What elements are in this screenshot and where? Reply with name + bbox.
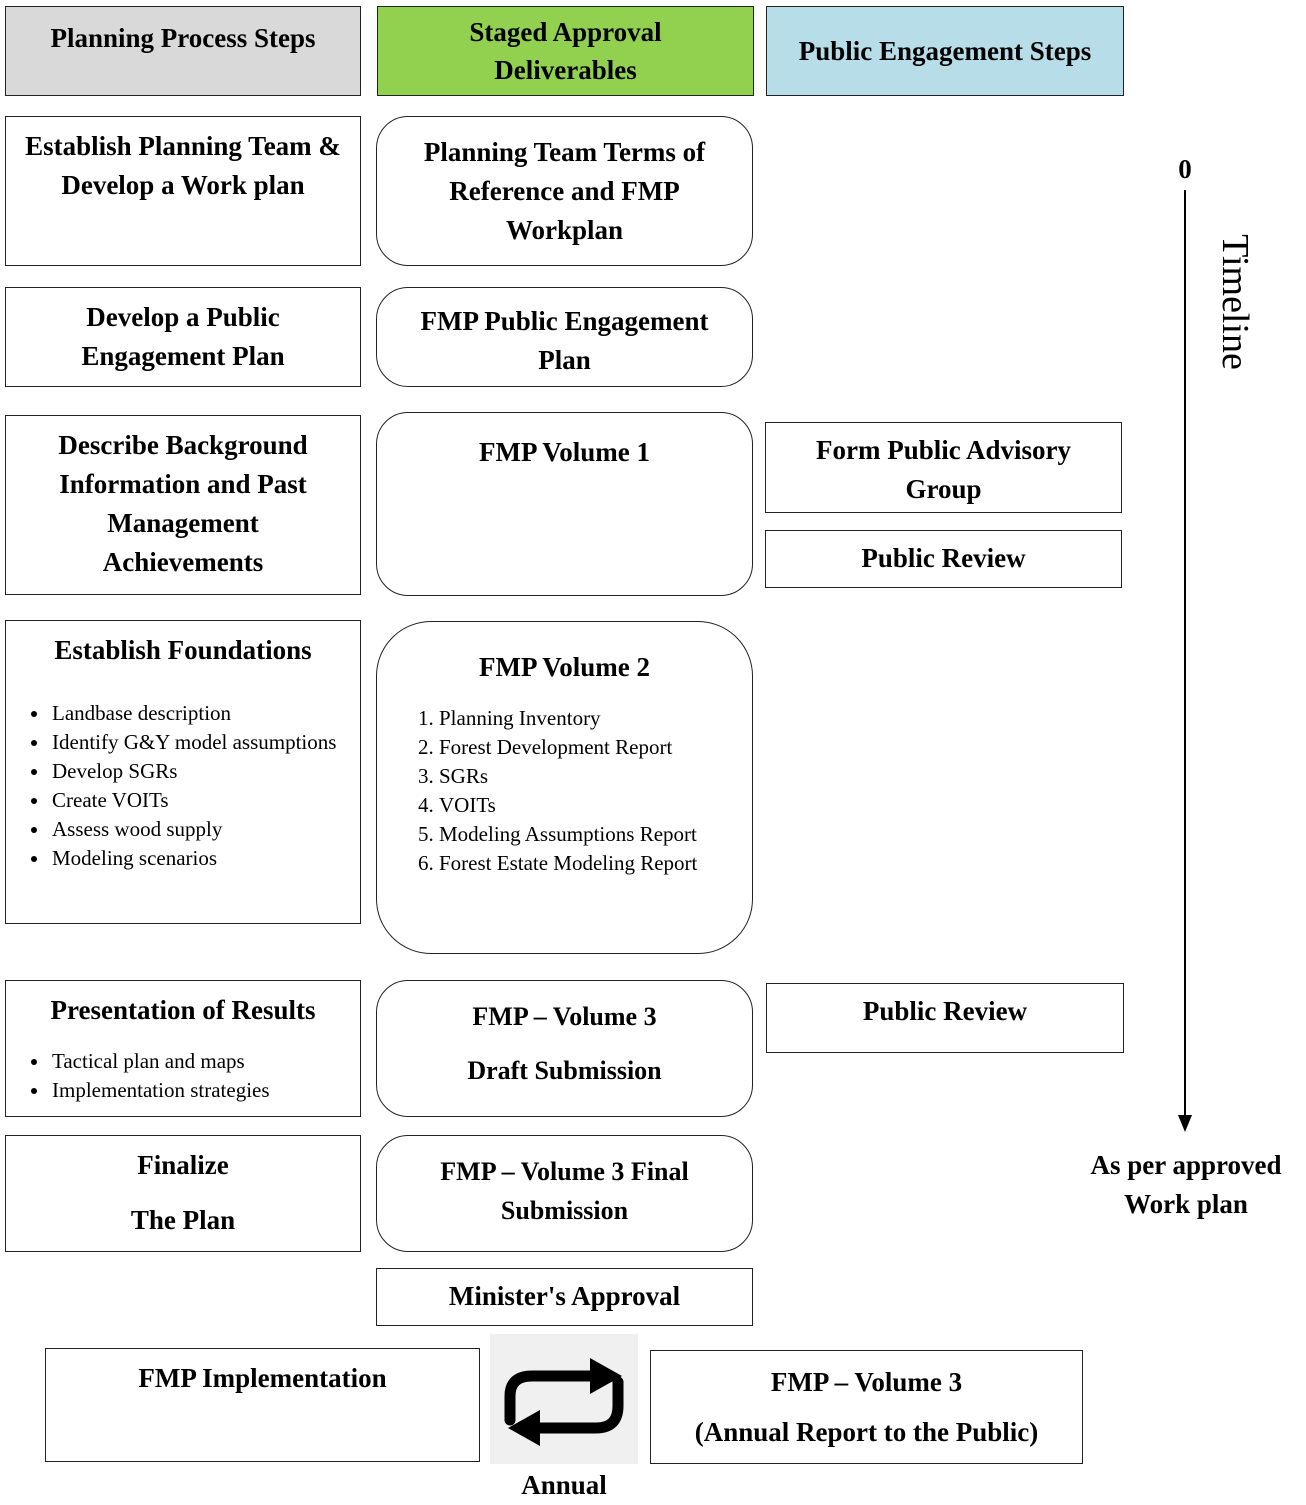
step-describe-background: Describe Background Information and Past… xyxy=(5,415,361,595)
step-develop-engagement-plan: Develop a Public Engagement Plan xyxy=(5,287,361,387)
report-title-line1: FMP – Volume 3 xyxy=(770,1367,963,1397)
list-item: Tactical plan and maps xyxy=(50,1047,370,1076)
step-title: Describe Background Information and Past… xyxy=(58,430,308,577)
deliverable-fmp-volume-1: FMP Volume 1 xyxy=(376,412,753,596)
fmp-annual-report-box: FMP – Volume 3 (Annual Report to the Pub… xyxy=(650,1350,1083,1464)
annual-cycle-label: Annual xyxy=(521,1470,607,1500)
step-title: Establish Planning Team & Develop a Work… xyxy=(25,131,341,200)
step-finalize-plan: Finalize The Plan xyxy=(5,1135,361,1252)
header-staged-deliverables: Staged Approval Deliverables xyxy=(377,6,754,96)
public-step-title: Public Review xyxy=(862,996,1028,1026)
timeline-end-label: As per approved Work plan xyxy=(1090,1150,1282,1219)
list-item: Identify G&Y model assumptions xyxy=(50,728,370,757)
step-establish-planning-team: Establish Planning Team & Develop a Work… xyxy=(5,116,361,266)
annual-cycle-icon-panel xyxy=(490,1334,638,1464)
step-establish-foundations: Establish Foundations Landbase descripti… xyxy=(5,620,361,924)
report-title-line2: (Annual Report to the Public) xyxy=(694,1417,1039,1447)
list-item: Modeling scenarios xyxy=(50,844,370,873)
deliverable-volume-3-final: FMP – Volume 3 Final Submission xyxy=(376,1135,753,1252)
implementation-title: FMP Implementation xyxy=(138,1363,387,1393)
deliverable-title-line1: FMP – Volume 3 xyxy=(472,1002,657,1031)
deliverable-title: Minister's Approval xyxy=(448,1281,681,1311)
list-item: Assess wood supply xyxy=(50,815,370,844)
list-item: Landbase description xyxy=(50,699,370,728)
header-planning-process: Planning Process Steps xyxy=(5,6,361,96)
step-title-line1: Finalize xyxy=(137,1150,229,1180)
volume-2-item-list: Planning Inventory Forest Development Re… xyxy=(399,704,759,878)
deliverable-volume-3-draft: FMP – Volume 3 Draft Submission xyxy=(376,980,753,1117)
list-item: Forest Development Report xyxy=(439,733,759,762)
step-title-line2: The Plan xyxy=(130,1205,236,1235)
timeline-start-label: 0 xyxy=(1178,154,1192,184)
deliverable-engagement-plan: FMP Public Engagement Plan xyxy=(376,287,753,387)
timeline-label-wrap: Timeline xyxy=(1195,230,1275,380)
header-public-engagement: Public Engagement Steps xyxy=(766,6,1124,96)
timeline-label: Timeline xyxy=(1214,234,1256,370)
list-item: Forest Estate Modeling Report xyxy=(439,849,759,878)
public-form-advisory-group: Form Public Advisory Group xyxy=(765,422,1122,513)
header-public-label: Public Engagement Steps xyxy=(798,36,1092,66)
header-deliverables-label: Staged Approval Deliverables xyxy=(469,17,662,85)
list-item: Develop SGRs xyxy=(50,757,370,786)
public-step-title: Public Review xyxy=(861,543,1026,573)
step-title: Establish Foundations xyxy=(54,635,312,665)
results-bullet-list: Tactical plan and maps Implementation st… xyxy=(28,1047,370,1105)
public-review-2: Public Review xyxy=(766,983,1124,1053)
list-item: Create VOITs xyxy=(50,786,370,815)
deliverable-title: FMP – Volume 3 Final Submission xyxy=(440,1157,689,1225)
deliverable-terms-of-reference: Planning Team Terms of Reference and FMP… xyxy=(376,116,753,266)
list-item: Implementation strategies xyxy=(50,1076,370,1105)
step-title: Presentation of Results xyxy=(50,995,316,1025)
deliverable-title-line2: Draft Submission xyxy=(467,1056,662,1085)
deliverable-title: FMP Volume 1 xyxy=(478,437,650,467)
deliverable-title: FMP Public Engagement Plan xyxy=(420,306,709,375)
public-review-1: Public Review xyxy=(765,530,1122,588)
deliverable-title: Planning Team Terms of Reference and FMP… xyxy=(423,137,706,245)
list-item: Modeling Assumptions Report xyxy=(439,820,759,849)
step-presentation-of-results: Presentation of Results Tactical plan an… xyxy=(5,980,361,1117)
timeline-arrow xyxy=(1178,190,1192,1132)
public-step-title: Form Public Advisory Group xyxy=(816,435,1071,504)
deliverable-title: FMP Volume 2 xyxy=(478,652,650,682)
list-item: Planning Inventory xyxy=(439,704,759,733)
deliverable-fmp-volume-2: FMP Volume 2 Planning Inventory Forest D… xyxy=(376,621,753,954)
header-planning-label: Planning Process Steps xyxy=(50,23,316,53)
list-item: SGRs xyxy=(439,762,759,791)
list-item: VOITs xyxy=(439,791,759,820)
repeat-icon xyxy=(504,1358,624,1446)
deliverable-ministers-approval: Minister's Approval xyxy=(376,1268,753,1326)
step-title: Develop a Public Engagement Plan xyxy=(81,302,285,371)
fmp-implementation-box: FMP Implementation xyxy=(45,1348,480,1462)
foundations-bullet-list: Landbase description Identify G&Y model … xyxy=(28,699,370,873)
